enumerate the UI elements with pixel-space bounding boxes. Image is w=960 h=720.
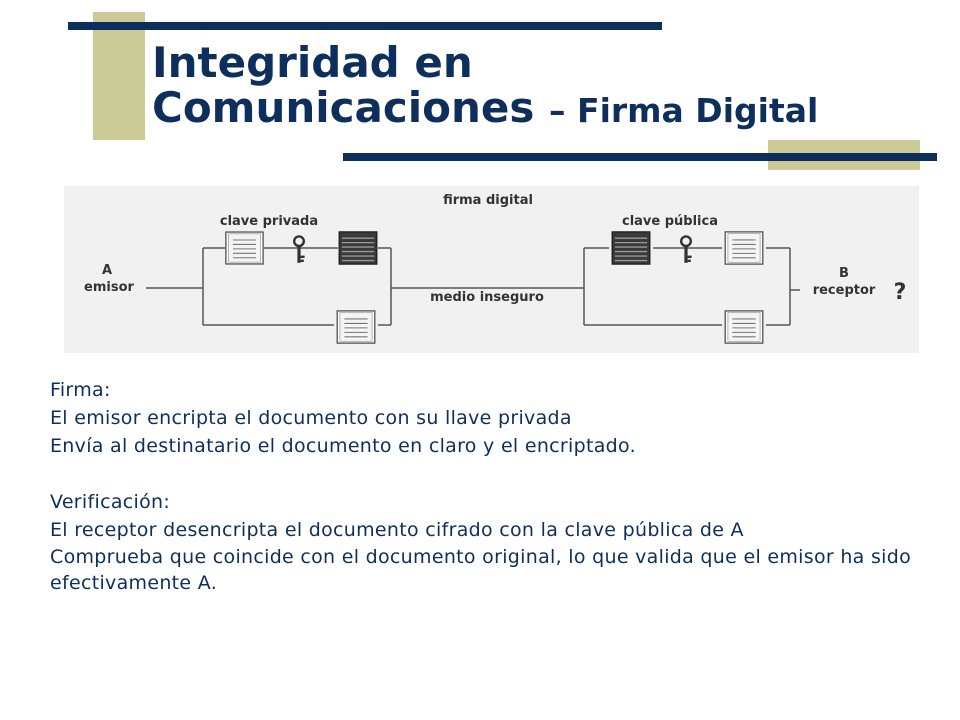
verificacion-line-1: El receptor desencripta el documento cif… bbox=[50, 519, 744, 541]
sender-letter: A bbox=[102, 263, 112, 278]
decor-line-top bbox=[68, 22, 662, 30]
page-title: Integridad en Comunicaciones – Firma Dig… bbox=[152, 40, 818, 133]
question-mark-icon: ? bbox=[894, 280, 907, 305]
title-line-1: Integridad en bbox=[152, 38, 473, 87]
verificacion-line-2: Comprueba que coincide con el documento … bbox=[50, 546, 912, 594]
diagram-title: firma digital bbox=[443, 193, 533, 208]
sender-label: emisor bbox=[84, 280, 134, 295]
document-icon bbox=[225, 231, 264, 265]
title-suffix: – Firma Digital bbox=[549, 91, 819, 130]
paragraph-gap bbox=[50, 460, 920, 488]
signature-diagram: firma digital clave privada clave públic… bbox=[64, 186, 919, 353]
verificacion-heading: Verificación: bbox=[50, 491, 171, 513]
document-icon bbox=[724, 310, 764, 344]
title-line-2: Comunicaciones – Firma Digital bbox=[152, 85, 818, 133]
document-icon bbox=[336, 310, 376, 344]
decor-line-bottom bbox=[343, 153, 937, 161]
public-key-label: clave pública bbox=[622, 214, 718, 229]
decor-block-khaki bbox=[93, 12, 145, 140]
body-text: Firma: El emisor encripta el documento c… bbox=[50, 376, 920, 596]
firma-line-1: El emisor encripta el documento con su l… bbox=[50, 407, 572, 429]
private-key-label: clave privada bbox=[220, 214, 318, 229]
encrypted-document-icon bbox=[338, 231, 378, 265]
firma-heading: Firma: bbox=[50, 379, 111, 401]
encrypted-document-icon bbox=[611, 231, 651, 265]
receiver-letter: B bbox=[839, 266, 849, 281]
firma-line-2: Envía al destinatario el documento en cl… bbox=[50, 435, 636, 457]
receiver-label: receptor bbox=[813, 283, 876, 298]
channel-label: medio inseguro bbox=[430, 290, 544, 305]
title-main: Comunicaciones bbox=[152, 83, 535, 132]
document-icon bbox=[724, 231, 764, 265]
